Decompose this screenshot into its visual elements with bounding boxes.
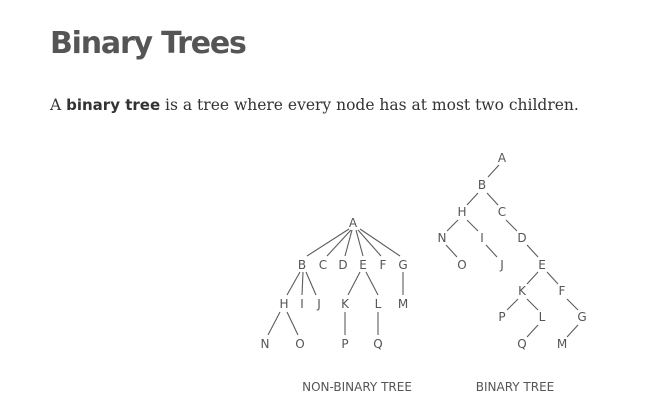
edge-h-o bbox=[286, 311, 299, 336]
edge-e-k bbox=[526, 271, 539, 285]
edge-i-j bbox=[485, 244, 498, 258]
edge-n-o bbox=[445, 244, 458, 258]
edge-b-h bbox=[286, 271, 301, 296]
intro-paragraph: A binary tree is a tree where every node… bbox=[50, 96, 579, 114]
non-binary-tree-nodes: A B C D E F G H I J K L M N O P Q bbox=[261, 216, 409, 351]
edge-e-f bbox=[546, 271, 559, 285]
non-binary-tree-edges bbox=[267, 228, 404, 336]
edge-a-b bbox=[306, 228, 350, 257]
edge-a-g bbox=[359, 228, 401, 257]
intro-suffix: is a tree where every node has at most t… bbox=[160, 96, 579, 114]
edge-a-b bbox=[487, 164, 500, 178]
node-g: G bbox=[577, 310, 586, 324]
node-l: L bbox=[375, 297, 382, 311]
node-l: L bbox=[539, 310, 546, 324]
page-title: Binary Trees bbox=[50, 26, 247, 61]
node-j: J bbox=[499, 258, 504, 272]
edge-a-c bbox=[326, 229, 352, 257]
edge-l-q bbox=[526, 324, 539, 338]
node-b: B bbox=[298, 258, 306, 272]
binary-tree: A B H C N I D O J E K F P L G Q M BINARY… bbox=[438, 151, 587, 394]
node-o: O bbox=[457, 258, 466, 272]
node-m: M bbox=[398, 297, 408, 311]
edge-e-k bbox=[347, 271, 361, 296]
non-binary-tree: A B C D E F G H I J K L M N O P Q NON-BI… bbox=[261, 216, 412, 394]
node-g: G bbox=[398, 258, 407, 272]
edge-f-g bbox=[566, 298, 579, 311]
node-q: Q bbox=[517, 337, 526, 351]
edge-b-h bbox=[466, 192, 479, 206]
intro-term: binary tree bbox=[66, 96, 161, 114]
node-f: F bbox=[559, 284, 566, 298]
node-o: O bbox=[295, 337, 304, 351]
edge-h-n bbox=[267, 311, 281, 336]
node-m: M bbox=[557, 337, 567, 351]
binary-tree-edges bbox=[445, 164, 579, 338]
node-i: I bbox=[480, 231, 484, 245]
node-e: E bbox=[538, 258, 546, 272]
edge-a-f bbox=[357, 229, 382, 257]
node-c: C bbox=[319, 258, 327, 272]
node-k: K bbox=[518, 284, 527, 298]
edge-b-c bbox=[486, 192, 499, 206]
node-i: I bbox=[300, 297, 304, 311]
edge-d-e bbox=[526, 244, 539, 258]
edge-c-d bbox=[505, 219, 518, 232]
node-q: Q bbox=[373, 337, 382, 351]
node-f: F bbox=[380, 258, 387, 272]
edge-h-i bbox=[466, 219, 479, 232]
edge-h-n bbox=[446, 219, 459, 232]
node-h: H bbox=[457, 205, 466, 219]
non-binary-tree-caption: NON-BINARY TREE bbox=[302, 380, 412, 394]
edge-k-p bbox=[506, 298, 519, 311]
node-p: P bbox=[498, 310, 505, 324]
node-a: A bbox=[498, 151, 507, 165]
node-j: J bbox=[316, 297, 321, 311]
edge-g-m bbox=[566, 324, 579, 338]
binary-tree-nodes: A B H C N I D O J E K F P L G Q M bbox=[438, 151, 587, 351]
edge-b-j bbox=[305, 271, 317, 296]
node-k: K bbox=[341, 297, 350, 311]
intro-prefix: A bbox=[50, 96, 67, 114]
node-a: A bbox=[349, 216, 358, 230]
node-n: N bbox=[438, 231, 447, 245]
node-c: C bbox=[498, 205, 506, 219]
edge-b-i bbox=[301, 271, 304, 296]
node-h: H bbox=[279, 297, 288, 311]
edge-k-l bbox=[526, 298, 539, 311]
edge-a-e bbox=[355, 229, 364, 257]
node-d: D bbox=[338, 258, 347, 272]
node-e: E bbox=[359, 258, 367, 272]
node-b: B bbox=[478, 178, 486, 192]
binary-tree-caption: BINARY TREE bbox=[476, 380, 555, 394]
node-d: D bbox=[517, 231, 526, 245]
node-p: P bbox=[341, 337, 348, 351]
edge-a-d bbox=[344, 229, 353, 257]
edge-e-l bbox=[365, 271, 379, 296]
node-n: N bbox=[261, 337, 270, 351]
